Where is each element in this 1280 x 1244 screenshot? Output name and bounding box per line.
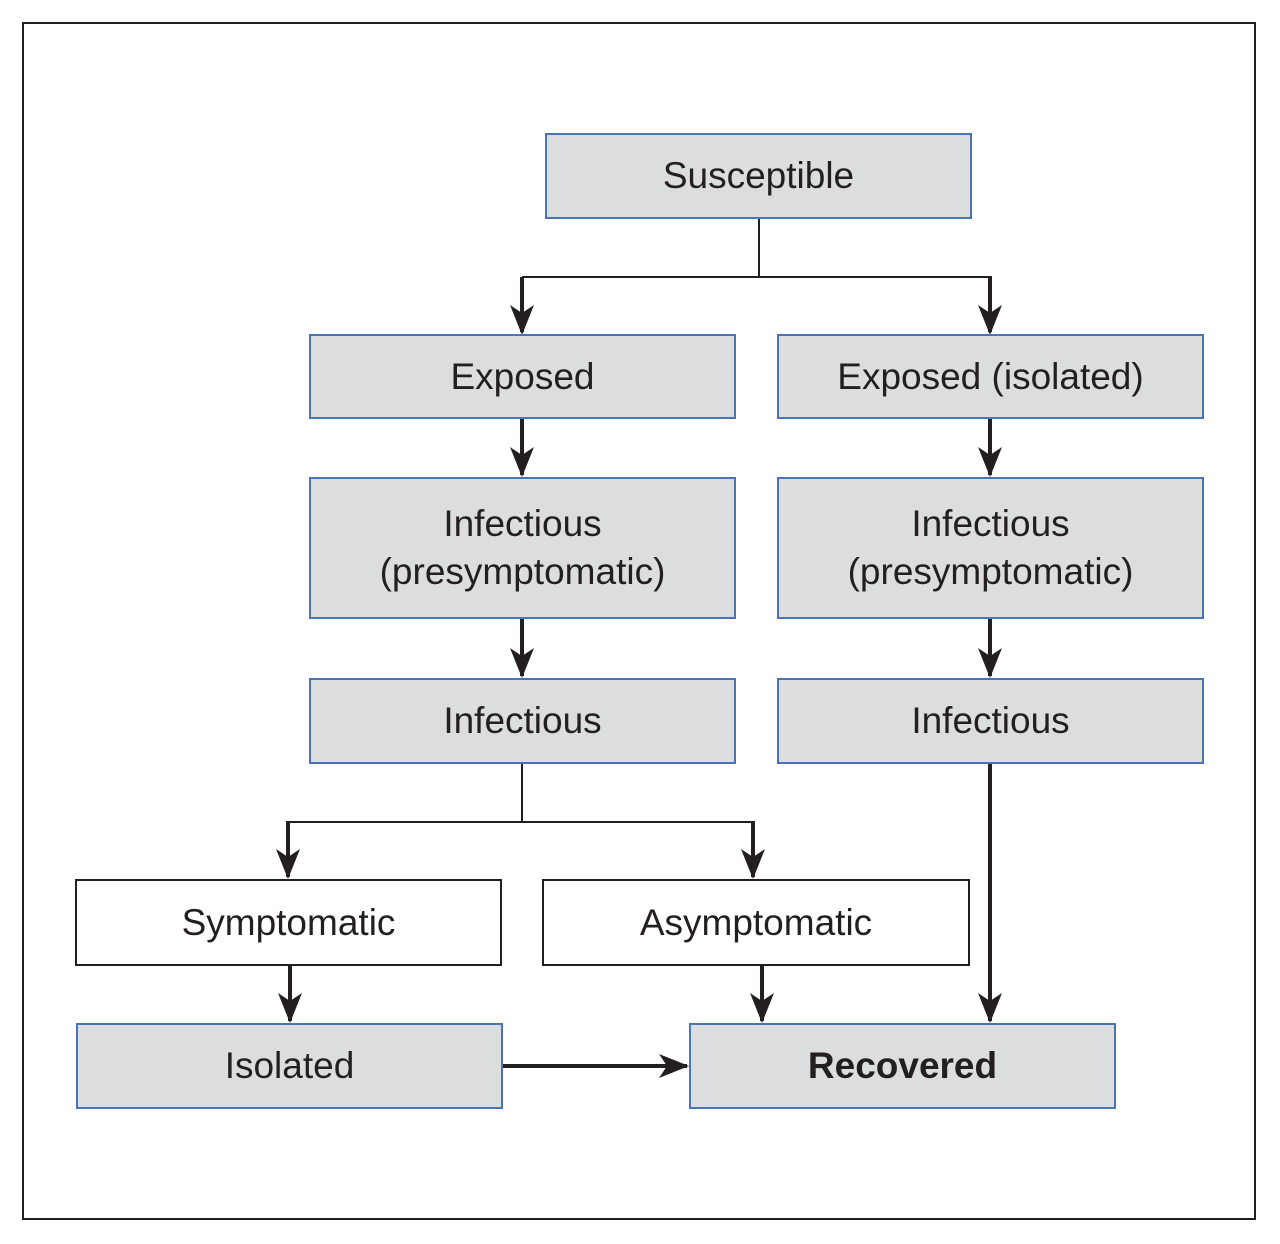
- node-isolated-label: Isolated: [224, 1045, 355, 1086]
- node-infectious-left-label: Infectious: [443, 700, 602, 741]
- node-recovered: Recovered: [689, 1023, 1116, 1109]
- arrowhead-presymptomatic-left: [510, 447, 534, 477]
- node-infectious-presymptomatic-right: Infectious (presymptomatic): [777, 477, 1204, 619]
- arrowhead-symptomatic: [276, 849, 300, 879]
- arrowhead-isolated: [278, 993, 302, 1023]
- arrowhead-recovered-from-infectious: [978, 993, 1002, 1023]
- node-asymptomatic-label: Asymptomatic: [639, 901, 873, 943]
- node-infectious-left: Infectious: [309, 678, 736, 764]
- diagram-frame: [22, 22, 1256, 1220]
- node-infectious-presymptomatic-left: Infectious (presymptomatic): [309, 477, 736, 619]
- arrowhead-exposed-isolated: [978, 305, 1002, 335]
- node-exposed-label: Exposed: [450, 355, 595, 397]
- node-isolated: Isolated: [76, 1023, 503, 1109]
- node-susceptible: Susceptible: [545, 133, 972, 219]
- arrowhead-infectious-left: [510, 648, 534, 678]
- arrowhead-exposed: [510, 305, 534, 335]
- arrowhead-recovered-from-asymptomatic: [750, 993, 774, 1023]
- arrowhead-asymptomatic: [741, 849, 765, 879]
- node-susceptible-label: Susceptible: [662, 155, 855, 196]
- arrowhead-infectious-right: [978, 648, 1002, 678]
- node-exposed: Exposed: [309, 334, 736, 419]
- node-recovered-label: Recovered: [807, 1045, 998, 1086]
- node-infectious-right-label: Infectious: [911, 700, 1070, 741]
- node-symptomatic: Symptomatic: [75, 879, 502, 966]
- node-exposed-isolated-label: Exposed (isolated): [837, 355, 1144, 397]
- arrowheads: [276, 305, 1002, 1078]
- node-infectious-right: Infectious: [777, 678, 1204, 764]
- arrowhead-recovered-from-isolated: [659, 1054, 689, 1078]
- node-infectious-presymptomatic-left-label: Infectious (presymptomatic): [379, 503, 666, 592]
- node-infectious-presymptomatic-right-label: Infectious (presymptomatic): [847, 503, 1134, 592]
- node-exposed-isolated: Exposed (isolated): [777, 334, 1204, 419]
- node-asymptomatic: Asymptomatic: [542, 879, 970, 966]
- node-symptomatic-label: Symptomatic: [181, 901, 396, 943]
- arrowhead-presymptomatic-right: [978, 447, 1002, 477]
